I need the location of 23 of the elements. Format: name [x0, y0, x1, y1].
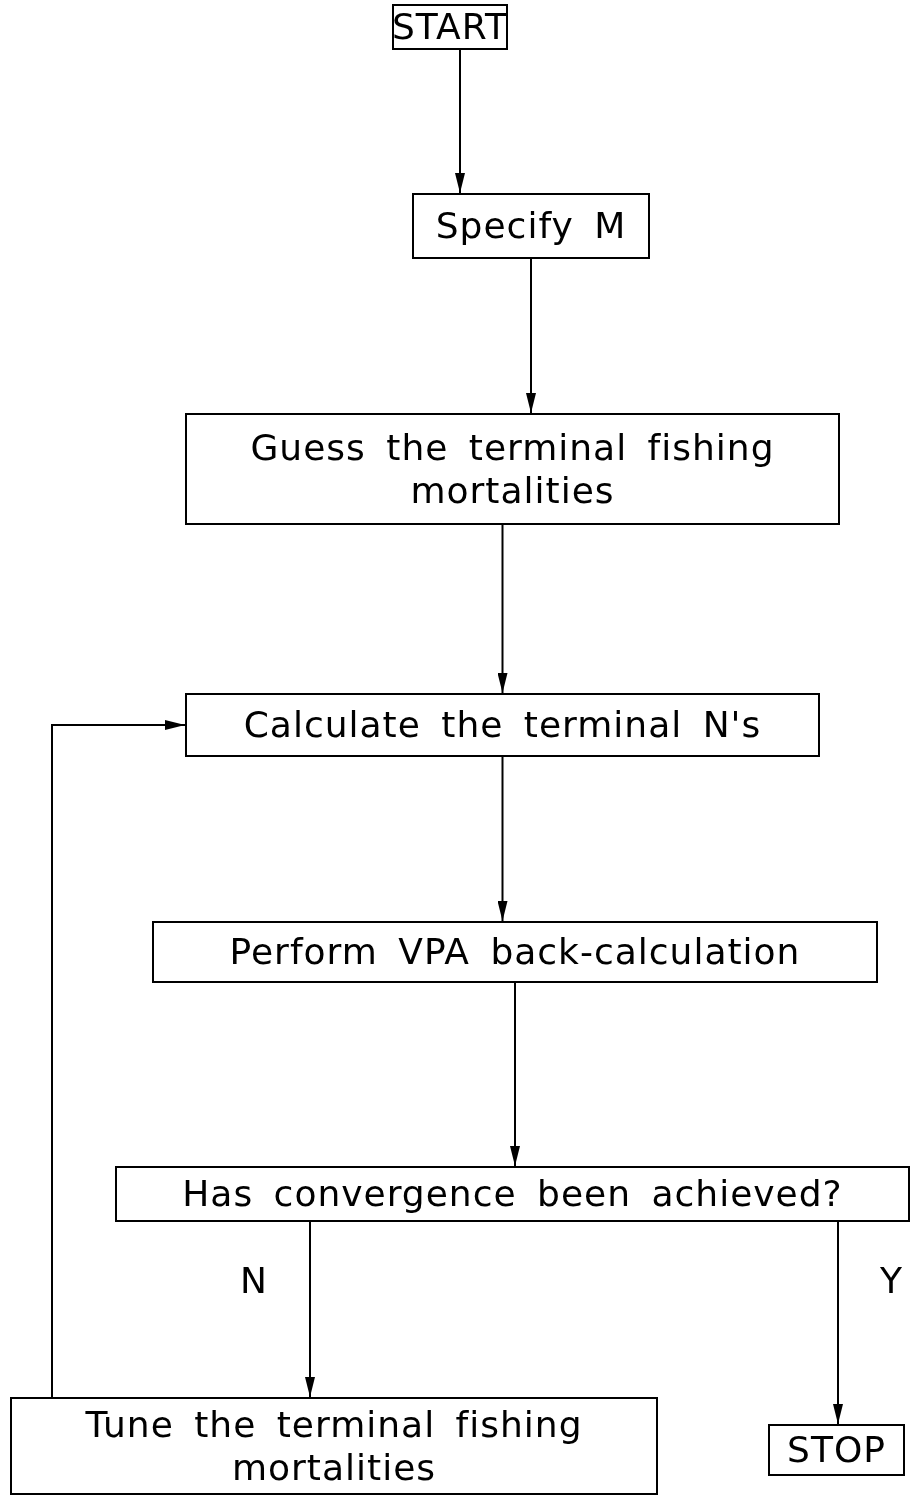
process-box — [185, 413, 840, 525]
node-text: Tune the terminal fishing mortalities — [84, 1402, 584, 1490]
node-text: START — [391, 5, 509, 49]
process-box — [152, 921, 878, 983]
decision-box — [115, 1166, 910, 1222]
arrow — [497, 756, 508, 922]
arrow — [305, 1221, 315, 1398]
process-box — [10, 1397, 658, 1495]
node-text: Calculate the terminal N's — [243, 703, 762, 747]
node-text: Specify M — [435, 204, 627, 248]
stop-box — [768, 1424, 905, 1476]
node-text: STOP — [787, 1428, 886, 1472]
arrow — [833, 1221, 843, 1425]
node-text: Guess the terminal fishing mortalities — [249, 425, 776, 513]
arrow — [526, 258, 536, 414]
process-box — [412, 193, 650, 259]
arrow — [497, 524, 508, 694]
node-text: Has convergence been achieved? — [182, 1172, 843, 1216]
arrow — [510, 982, 520, 1167]
process-box — [185, 693, 820, 757]
node-text: Perform VPA back-calculation — [229, 930, 801, 974]
arrow — [455, 49, 465, 194]
arrow — [51, 720, 186, 1398]
